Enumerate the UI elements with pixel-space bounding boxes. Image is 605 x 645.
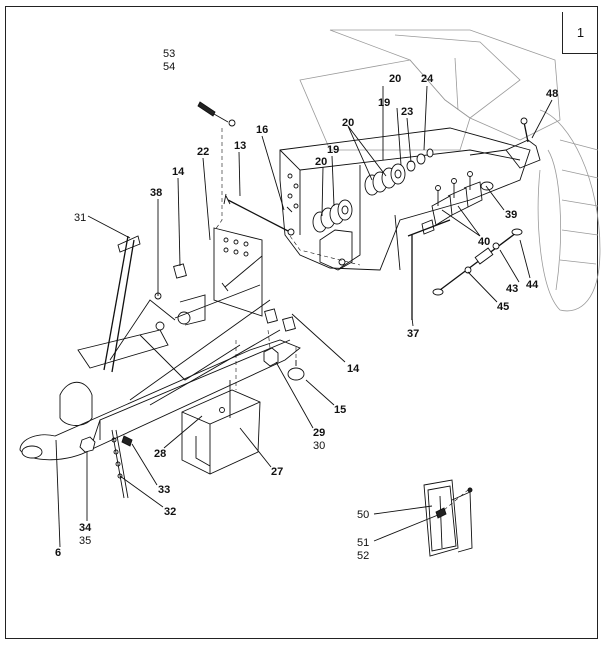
callout-39: 39 [505, 209, 517, 221]
tractor-body-outline [299, 29, 601, 312]
control-levers-40 [407, 171, 494, 237]
callout-16: 16 [256, 124, 268, 136]
callout-37: 37 [407, 328, 419, 340]
rod-13 [223, 193, 361, 266]
nut-34 [79, 436, 96, 453]
callout-30: 30 [313, 440, 325, 452]
callout-19-top: 19 [378, 97, 390, 109]
callout-34: 34 [79, 522, 92, 534]
callout-33: 33 [158, 484, 170, 496]
callout-54: 54 [163, 61, 175, 73]
callout-13: 13 [234, 140, 246, 152]
callout-31: 31 [74, 212, 86, 224]
callout-53: 53 [163, 48, 175, 60]
callout-44: 44 [526, 279, 539, 291]
callout-20-low: 20 [315, 156, 327, 168]
callout-29: 29 [313, 427, 325, 439]
callout-40: 40 [478, 236, 490, 248]
lever-linkage-31 [77, 235, 261, 381]
callout-6: 6 [55, 547, 61, 559]
callout-22: 22 [197, 146, 209, 158]
callout-19-mid: 19 [327, 144, 339, 156]
callout-labels: 53 54 20 24 19 23 48 20 16 13 22 19 20 1… [55, 48, 558, 562]
callout-14-upper: 14 [172, 166, 185, 178]
grease-nipple-15 [287, 345, 305, 381]
page-number: 1 [576, 25, 585, 40]
callout-35: 35 [79, 535, 91, 547]
callout-15: 15 [334, 404, 346, 416]
callout-38: 38 [150, 187, 162, 199]
callout-43: 43 [506, 283, 518, 295]
diagram-frame [5, 6, 598, 639]
fitting-29 [263, 329, 279, 367]
mounting-plate-22 [213, 227, 263, 317]
page-number-box: 1 [562, 12, 598, 54]
callout-24: 24 [421, 73, 434, 85]
callout-51: 51 [357, 537, 369, 549]
drawbar-6 [19, 299, 301, 461]
guard-27 [181, 340, 261, 475]
bolt-53 [197, 101, 236, 231]
pulley-group-upper [364, 148, 434, 196]
callout-52: 52 [357, 550, 369, 562]
callout-45: 45 [497, 301, 509, 313]
callout-14-lower: 14 [347, 363, 360, 375]
pulley-group-lower [312, 199, 353, 233]
callout-23: 23 [401, 106, 413, 118]
turnbuckle-43 [432, 228, 523, 296]
spring-clip-50 [423, 479, 473, 557]
callout-50: 50 [357, 509, 369, 521]
rear-housing [279, 127, 531, 271]
leader-lines [55, 85, 553, 548]
callout-20-mid: 20 [342, 117, 354, 129]
bushing-14 [173, 263, 296, 332]
callout-20-top: 20 [389, 73, 401, 85]
callout-27: 27 [271, 466, 283, 478]
callout-28: 28 [154, 448, 166, 460]
handle-48 [469, 117, 541, 169]
chain-32 [111, 429, 133, 499]
callout-32: 32 [164, 506, 176, 518]
callout-48: 48 [546, 88, 558, 100]
